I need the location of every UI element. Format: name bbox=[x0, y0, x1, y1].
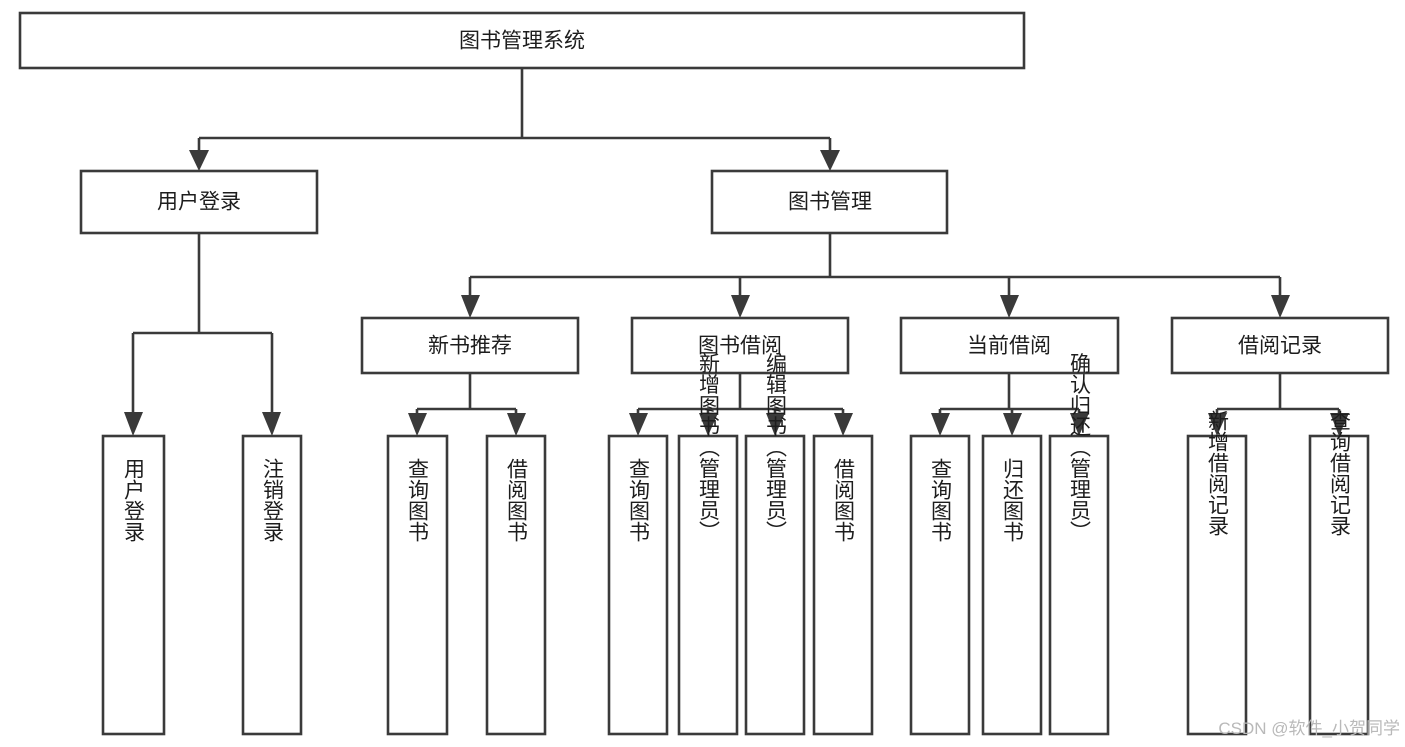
node-leaf-newbook-1-box[interactable] bbox=[386, 434, 449, 736]
node-leaf-newbook-1[interactable]: 查询图书 bbox=[386, 434, 449, 736]
node-current-label: 当前借阅 bbox=[967, 335, 1051, 358]
node-leaf-login-1[interactable]: 用户登录 bbox=[101, 434, 166, 736]
node-leaf-borrow-4[interactable]: 借阅图书 bbox=[812, 434, 874, 736]
node-newbook-label: 新书推荐 bbox=[428, 335, 512, 358]
node-current-box[interactable] bbox=[899, 316, 1120, 375]
node-bookmgmt-box[interactable] bbox=[710, 169, 949, 235]
node-leaf-current-2-box[interactable] bbox=[981, 434, 1043, 736]
connector-group-bookmgmt bbox=[461, 233, 1290, 318]
arrow-head-leaf-borrow-2 bbox=[699, 413, 718, 436]
node-newbook-box[interactable] bbox=[360, 316, 580, 375]
arrow-head-leaf-current-1 bbox=[931, 413, 950, 436]
node-root-box[interactable] bbox=[18, 11, 1026, 70]
arrow-head-newbook bbox=[461, 295, 480, 318]
node-records-label: 借阅记录 bbox=[1238, 335, 1322, 358]
node-leaf-newbook-2[interactable]: 借阅图书 bbox=[485, 434, 547, 736]
node-newbook[interactable]: 新书推荐 bbox=[360, 316, 580, 375]
node-login-label: 用户登录 bbox=[157, 191, 241, 214]
node-root[interactable]: 图书管理系统 bbox=[18, 11, 1026, 70]
connector-group-current bbox=[931, 373, 1089, 436]
node-leaf-newbook-2-label: 借阅图书 bbox=[505, 458, 529, 542]
arrow-head-leaf-borrow-4 bbox=[834, 413, 853, 436]
arrow-head-login bbox=[189, 150, 209, 171]
node-leaf-login-1-label: 用户登录 bbox=[122, 458, 146, 542]
connector-group-borrow bbox=[629, 373, 853, 436]
node-leaf-borrow-2-label: 新增图书（管理员） bbox=[697, 353, 721, 542]
node-leaf-current-1-label: 查询图书 bbox=[929, 458, 953, 542]
node-leaf-current-3[interactable]: 确认归还（管理员） bbox=[1048, 353, 1110, 736]
node-leaf-borrow-4-label: 借阅图书 bbox=[832, 458, 856, 542]
node-leaf-current-3-label: 确认归还（管理员） bbox=[1068, 353, 1092, 542]
node-borrow-label: 图书借阅 bbox=[698, 335, 782, 358]
arrow-head-leaf-borrow-1 bbox=[629, 413, 648, 436]
arrow-head-leaf-records-1 bbox=[1208, 413, 1227, 436]
connector-group-login bbox=[124, 233, 281, 436]
connector-group-root bbox=[189, 68, 840, 171]
node-leaf-records-1-label: 新增借阅记录 bbox=[1206, 410, 1230, 536]
node-leaf-borrow-4-box[interactable] bbox=[812, 434, 874, 736]
node-leaf-records-1[interactable]: 新增借阅记录 bbox=[1186, 410, 1248, 736]
node-borrow[interactable]: 图书借阅 bbox=[630, 316, 850, 375]
arrow-head-records bbox=[1271, 295, 1290, 318]
node-login-box[interactable] bbox=[79, 169, 319, 235]
watermark-label: CSDN @软件_小贺同学 bbox=[1218, 719, 1400, 738]
node-current[interactable]: 当前借阅 bbox=[899, 316, 1120, 375]
node-leaf-borrow-2[interactable]: 新增图书（管理员） bbox=[677, 353, 739, 736]
connector-group-records bbox=[1208, 373, 1349, 436]
node-leaf-current-2[interactable]: 归还图书 bbox=[981, 434, 1043, 736]
node-leaf-borrow-1[interactable]: 查询图书 bbox=[607, 434, 669, 736]
node-leaf-login-1-box[interactable] bbox=[101, 434, 166, 736]
node-leaf-borrow-2-box[interactable] bbox=[677, 434, 739, 736]
node-leaf-current-1[interactable]: 查询图书 bbox=[909, 434, 971, 736]
arrow-head-leaf-login-1 bbox=[124, 412, 143, 436]
node-leaf-borrow-1-box[interactable] bbox=[607, 434, 669, 736]
node-borrow-box[interactable] bbox=[630, 316, 850, 375]
node-leaf-records-1-box[interactable] bbox=[1186, 434, 1248, 736]
node-bookmgmt[interactable]: 图书管理 bbox=[710, 169, 949, 235]
node-leaf-borrow-3[interactable]: 编辑图书（管理员） bbox=[744, 353, 806, 736]
node-leaf-login-2[interactable]: 注销登录 bbox=[241, 434, 303, 736]
arrow-head-leaf-login-2 bbox=[262, 412, 281, 436]
node-records[interactable]: 借阅记录 bbox=[1170, 316, 1390, 375]
arrow-head-leaf-current-2 bbox=[1003, 413, 1022, 436]
node-leaf-records-2[interactable]: 查询借阅记录 bbox=[1308, 410, 1370, 736]
node-leaf-newbook-2-box[interactable] bbox=[485, 434, 547, 736]
connector-group-newbook bbox=[408, 373, 526, 436]
node-bookmgmt-label: 图书管理 bbox=[788, 191, 872, 214]
node-leaf-current-2-label: 归还图书 bbox=[1001, 458, 1025, 542]
node-root-label: 图书管理系统 bbox=[459, 30, 585, 53]
node-leaf-borrow-3-box[interactable] bbox=[744, 434, 806, 736]
node-records-box[interactable] bbox=[1170, 316, 1390, 375]
node-leaf-current-3-box[interactable] bbox=[1048, 434, 1110, 736]
arrow-head-leaf-newbook-2 bbox=[507, 413, 526, 436]
node-leaf-current-1-box[interactable] bbox=[909, 434, 971, 736]
node-leaf-login-2-box[interactable] bbox=[241, 434, 303, 736]
node-login[interactable]: 用户登录 bbox=[79, 169, 319, 235]
node-leaf-borrow-1-label: 查询图书 bbox=[627, 458, 651, 542]
arrow-head-leaf-current-3 bbox=[1070, 413, 1089, 436]
node-leaf-newbook-1-label: 查询图书 bbox=[406, 458, 430, 542]
arrow-head-leaf-borrow-3 bbox=[766, 413, 785, 436]
arrow-head-borrow bbox=[731, 295, 750, 318]
arrow-head-leaf-records-2 bbox=[1330, 413, 1349, 436]
arrow-head-leaf-newbook-1 bbox=[408, 413, 427, 436]
node-leaf-borrow-3-label: 编辑图书（管理员） bbox=[764, 353, 788, 542]
node-leaf-records-2-box[interactable] bbox=[1308, 434, 1370, 736]
node-leaf-records-2-label: 查询借阅记录 bbox=[1328, 410, 1352, 536]
node-leaf-login-2-label: 注销登录 bbox=[261, 458, 285, 542]
arrow-head-current bbox=[1000, 295, 1019, 318]
arrow-head-bookmgmt bbox=[820, 150, 840, 171]
